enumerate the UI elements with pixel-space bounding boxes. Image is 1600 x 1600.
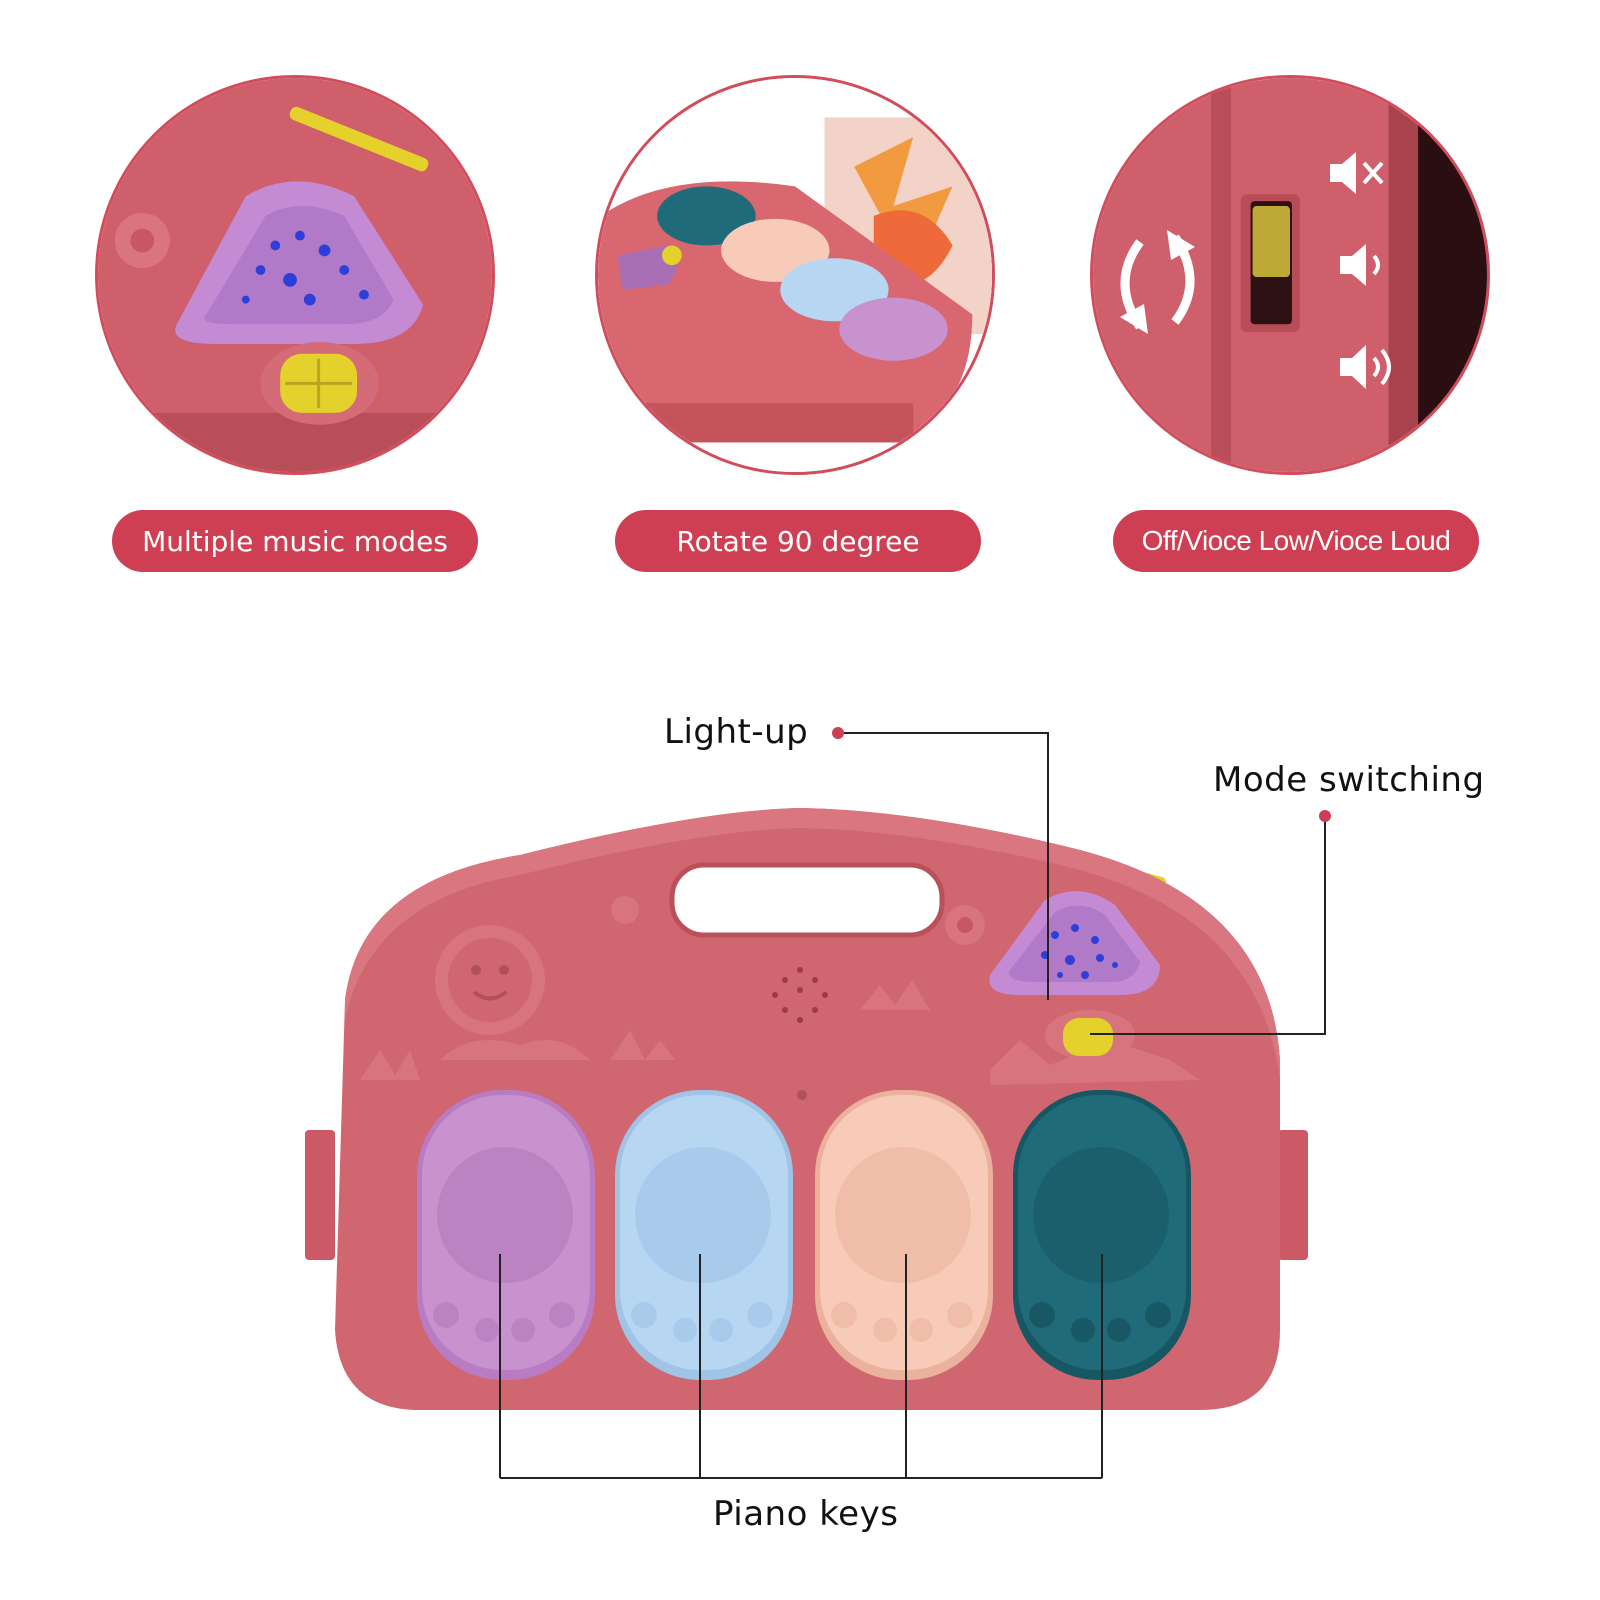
callout-mode-switching: Mode switching <box>1213 760 1485 800</box>
callout-piano-keys: Piano keys <box>713 1494 899 1534</box>
mute-icon <box>1328 148 1388 198</box>
volume-low-icon <box>1338 240 1398 290</box>
feature-label-music-modes: Multiple music modes <box>112 510 478 572</box>
piano-key-purple <box>417 1090 595 1380</box>
callout-light-up: Light-up <box>664 712 809 752</box>
piano-key-blue <box>615 1090 793 1380</box>
feature-label-rotate: Rotate 90 degree <box>615 510 981 572</box>
rotate-arrows-icon <box>1110 222 1205 342</box>
piano-key-teal <box>1013 1090 1191 1380</box>
piano-key-peach <box>815 1090 993 1380</box>
feature-label-volume: Off/Vioce Low/Vioce Loud <box>1113 510 1479 572</box>
volume-loud-icon <box>1338 340 1408 394</box>
